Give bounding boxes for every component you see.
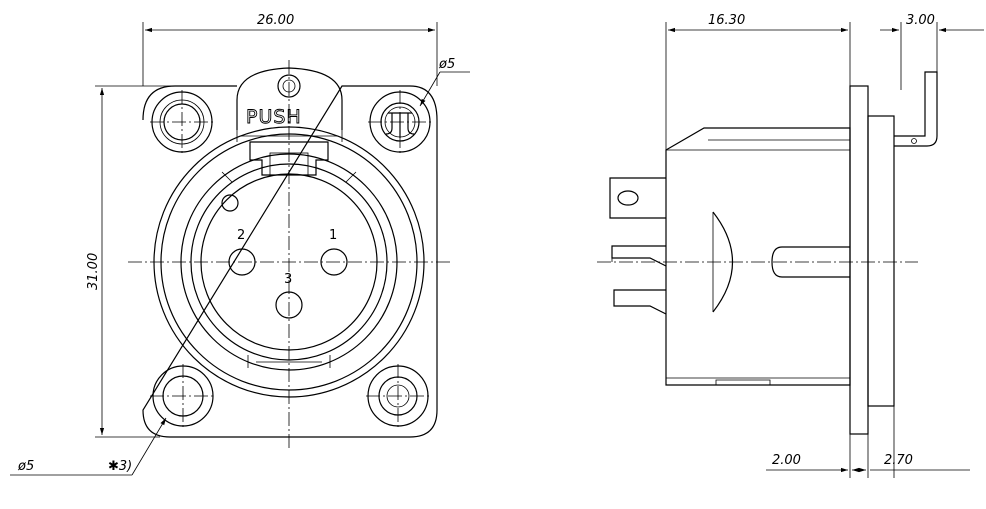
side-flange-front [849, 85, 869, 435]
pin-label-2: 2 [237, 228, 245, 243]
note-mark-label: ✱3) [108, 459, 132, 474]
tail-dim-label: 3.00 [906, 13, 935, 28]
rear-dim-label: 2.70 [884, 453, 913, 468]
side-body-outline [665, 127, 851, 386]
tail-dimension: 3.00 [880, 13, 984, 90]
width-dim-label: 26.00 [257, 13, 294, 28]
side-flange-rear [867, 115, 895, 407]
side-slot [771, 246, 850, 278]
depth-dim-label: 16.30 [708, 13, 745, 28]
height-dim-label: 31.00 [86, 253, 101, 290]
hole-dim-bottom-label: ø5 [17, 459, 34, 474]
flange-dim-label: 2.00 [772, 453, 801, 468]
push-label: PUSH [246, 106, 302, 128]
pin-label-1: 1 [329, 228, 337, 243]
width-dimension: 26.00 [142, 13, 438, 86]
front-center-lines [128, 60, 450, 450]
solder-tail [894, 71, 938, 147]
hole-dim-top: ø5 [419, 57, 470, 107]
side-view: 16.30 3.00 [597, 13, 984, 478]
front-flange-outline [142, 85, 438, 438]
push-latch: PUSH [236, 67, 343, 176]
hole-dim-bottom: ø5 ✱3) [10, 417, 167, 476]
side-pin-tabs [609, 177, 667, 315]
depth-dimension: 16.30 [665, 13, 851, 150]
flange-dimension: 2.00 2.70 [766, 406, 970, 478]
height-dimension: 31.00 [86, 85, 175, 438]
front-view: 26.00 31.00 [10, 13, 470, 476]
hole-dim-top-label: ø5 [438, 57, 455, 72]
pin-label-3: 3 [284, 272, 292, 287]
